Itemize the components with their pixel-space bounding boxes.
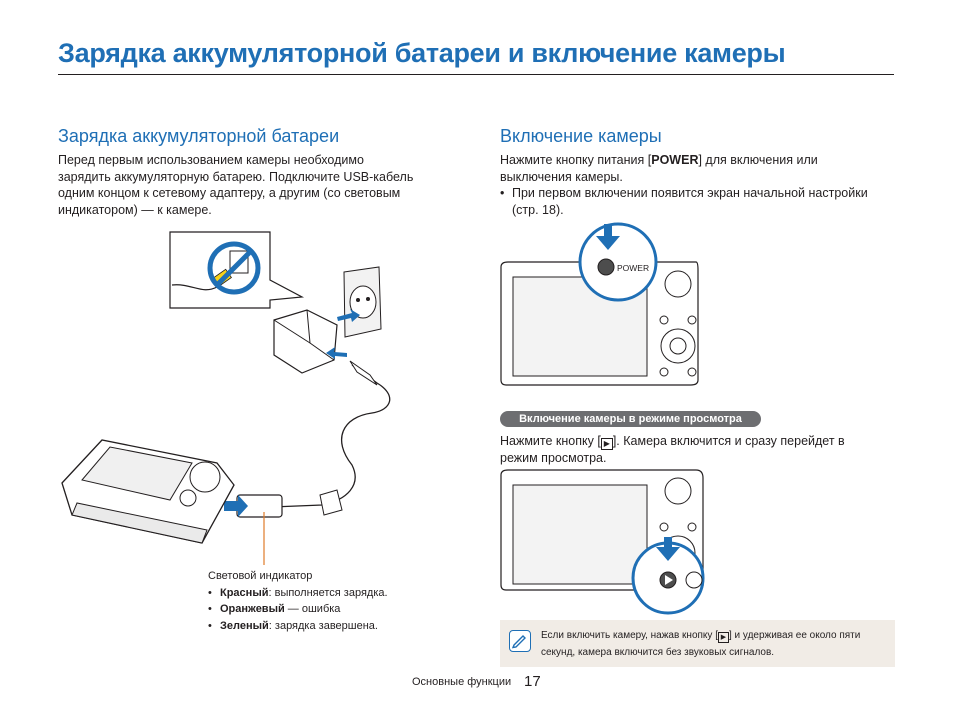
play-key-icon: ▶: [717, 632, 729, 643]
power-line-2: выключения камеры.: [500, 169, 623, 184]
indicator-title: Световой индикатор: [208, 570, 313, 582]
page-number: 17: [524, 673, 541, 690]
playback-line-2: режим просмотра.: [500, 451, 607, 465]
note-box: [500, 620, 895, 667]
charging-illustration: [61, 231, 391, 565]
arrow-camera-icon: [224, 495, 248, 517]
charging-line-4: индикатором) — к камере.: [58, 202, 212, 217]
power-callout: [578, 222, 658, 302]
note-line-2: секунд, камера включится без звуковых си…: [541, 647, 775, 658]
charging-line-1: Перед первым использованием камеры необх…: [58, 153, 364, 167]
note-pencil-icon: [509, 630, 531, 652]
arrow-down-icon: [656, 537, 680, 561]
playback-paragraph: Нажмите кнопку [▶]. Камера включится и с…: [500, 433, 900, 467]
playback-badge: Включение камеры в режиме просмотра: [500, 411, 761, 427]
power-bullet: При первом включении появится экран нача…: [500, 185, 900, 218]
power-line-1: Нажмите кнопку питания [POWER] для включ…: [500, 153, 818, 167]
ac-adapter: [273, 309, 338, 374]
camera-charging: [61, 439, 235, 544]
arrow-down-icon: [596, 224, 620, 250]
arrow-plug-icon: [337, 309, 360, 322]
power-heading: Включение камеры: [500, 126, 662, 146]
charging-heading: Зарядка аккумуляторной батареи: [58, 126, 340, 146]
indicator-item-red: Красный: выполняется зарядка.: [208, 585, 388, 602]
camera-back-playback: [500, 469, 705, 615]
note-text: Если включить камеру, нажав кнопку [▶] и…: [541, 627, 886, 661]
footer-section: Основные функции: [412, 676, 512, 688]
wall-socket: [343, 266, 382, 338]
note-line-1: Если включить камеру, нажав кнопку [▶] и…: [541, 630, 861, 643]
title-divider: [58, 74, 894, 75]
arrow-usb-icon: [326, 347, 347, 359]
no-plug-icon: [171, 241, 261, 295]
power-callout-label: POWER: [617, 263, 649, 273]
charging-line-2: зарядить аккумуляторную батарею. Подключ…: [58, 169, 414, 184]
camera-back-power: POWER: [500, 222, 699, 386]
play-key-icon: ▶: [600, 438, 613, 450]
playback-line-1: Нажмите кнопку [▶]. Камера включится и с…: [500, 434, 845, 450]
power-paragraph: Нажмите кнопку питания [POWER] для включ…: [500, 152, 900, 218]
charging-paragraph: Перед первым использованием камеры необх…: [58, 152, 458, 218]
charging-line-3: одним концом к сетевому адаптеру, а друг…: [58, 186, 401, 200]
indicator-item-green: Зеленый: зарядка завершена.: [208, 618, 388, 635]
indicator-legend: Световой индикатор Красный: выполняется …: [208, 568, 388, 634]
power-button-icon: [597, 258, 615, 276]
usb-cable: [271, 364, 391, 508]
page-title: Зарядка аккумуляторной батареи и включен…: [58, 38, 786, 68]
indicator-item-orange: Оранжевый — ошибка: [208, 601, 388, 618]
